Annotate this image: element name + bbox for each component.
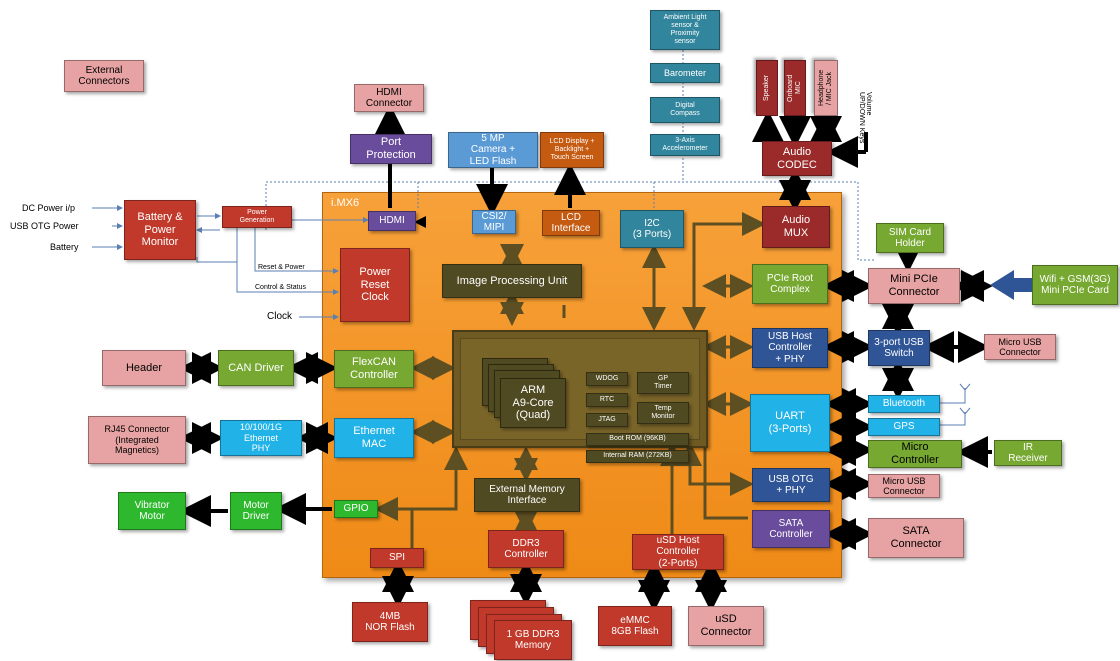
usd-host-controller: uSD Host Controller (2-Ports) bbox=[632, 534, 724, 570]
battery-label: Battery bbox=[50, 242, 79, 252]
rj45-connector: RJ45 Connector (Integrated Magnetics) bbox=[88, 416, 186, 464]
sata-connector: SATA Connector bbox=[868, 518, 964, 558]
ethernet-mac: Ethernet MAC bbox=[334, 418, 414, 458]
reset-power-label: Reset & Power bbox=[258, 264, 305, 271]
sim-card-holder: SIM Card Holder bbox=[876, 223, 944, 253]
gp-timer-block: GP Timer bbox=[637, 372, 689, 394]
ethernet-phy: 10/100/1G Ethernet PHY bbox=[220, 420, 302, 456]
usb-otg-power-label: USB OTG Power bbox=[10, 221, 79, 231]
usb-switch: 3-port USB Switch bbox=[868, 330, 930, 366]
wifi-gsm-card: Wifi + GSM(3G) Mini PCIe Card bbox=[1032, 265, 1118, 305]
control-status-label: Control & Status bbox=[255, 284, 306, 291]
bluetooth-block: Bluetooth bbox=[868, 395, 940, 413]
barometer-block: Barometer bbox=[650, 63, 720, 83]
can-driver: CAN Driver bbox=[218, 350, 294, 386]
uart-block: UART (3-Ports) bbox=[750, 394, 830, 452]
digital-compass-block: Digital Compass bbox=[650, 97, 720, 123]
rtc-block: RTC bbox=[586, 393, 628, 407]
ir-receiver: IR Receiver bbox=[994, 440, 1062, 466]
volume-keys-label: Volume UP/DOWN Keys bbox=[858, 92, 872, 144]
gpio-block: GPIO bbox=[334, 500, 378, 518]
flexcan-controller: FlexCAN Controller bbox=[334, 350, 414, 388]
external-memory-interface: External Memory Interface bbox=[474, 478, 580, 512]
header-block: Header bbox=[102, 350, 186, 386]
nor-flash: 4MB NOR Flash bbox=[352, 602, 428, 642]
csi2-mipi: CSI2/ MIPI bbox=[472, 210, 516, 234]
power-reset-clock: Power Reset Clock bbox=[340, 248, 410, 322]
soc-title: i.MX6 bbox=[331, 197, 360, 209]
clock-label: Clock bbox=[267, 311, 293, 322]
image-processing-unit: Image Processing Unit bbox=[442, 264, 582, 298]
port-protection: Port Protection bbox=[350, 134, 432, 164]
vibrator-motor: Vibrator Motor bbox=[118, 492, 186, 530]
hdmi-connector: HDMI Connector bbox=[354, 84, 424, 112]
accelerometer-block: 3-Axis Accelerometer bbox=[650, 134, 720, 156]
audio-codec: Audio CODEC bbox=[762, 141, 832, 176]
hdmi-interface: HDMI bbox=[368, 211, 416, 231]
emmc-flash: eMMC 8GB Flash bbox=[598, 606, 672, 646]
external-connectors-legend: External Connectors bbox=[64, 60, 144, 92]
micro-controller: Micro Controller bbox=[868, 440, 962, 468]
boot-rom-block: Boot ROM (96KB) bbox=[586, 433, 689, 446]
temp-monitor-block: Temp Monitor bbox=[637, 402, 689, 424]
pcie-root-complex: PCIe Root Complex bbox=[752, 264, 828, 304]
dc-power-label: DC Power i/p bbox=[22, 203, 76, 213]
micro-usb-connector-1: Micro USB Connector bbox=[984, 334, 1056, 360]
lcd-interface: LCD Interface bbox=[542, 210, 600, 236]
ambient-light-sensor: Ambient Light sensor & Proximity sensor bbox=[650, 10, 720, 50]
speaker-block: Speaker bbox=[756, 60, 778, 116]
mini-pcie-connector: Mini PCIe Connector bbox=[868, 268, 960, 304]
onboard-mic-block: Onboard MIC bbox=[784, 60, 806, 116]
sata-controller: SATA Controller bbox=[752, 510, 830, 548]
arm-core: ARM A9-Core (Quad) bbox=[500, 378, 566, 428]
usd-connector: uSD Connector bbox=[688, 606, 764, 646]
motor-driver: Motor Driver bbox=[230, 492, 282, 530]
ddr3-controller: DDR3 Controller bbox=[488, 530, 564, 568]
camera-block: 5 MP Camera + LED Flash bbox=[448, 132, 538, 168]
usb-otg-phy: USB OTG + PHY bbox=[752, 468, 830, 502]
i2c-interface: I2C (3 Ports) bbox=[620, 210, 684, 248]
wdog-block: WDOG bbox=[586, 372, 628, 386]
gps-block: GPS bbox=[868, 418, 940, 436]
battery-power-monitor: Battery & Power Monitor bbox=[124, 200, 196, 260]
headphone-jack: Headphone / MIC Jack bbox=[814, 60, 838, 116]
power-generation: Power Generation bbox=[222, 206, 292, 228]
jtag-block: JTAG bbox=[586, 413, 628, 427]
lcd-display-block: LCD Display + Backlight + Touch Screen bbox=[540, 132, 604, 168]
internal-ram-block: Internal RAM (272KB) bbox=[586, 450, 689, 463]
micro-usb-connector-2: Micro USB Connector bbox=[868, 474, 940, 498]
spi-block: SPI bbox=[370, 548, 424, 568]
ddr3-memory: 1 GB DDR3 Memory bbox=[494, 620, 572, 660]
usb-host-controller: USB Host Controller + PHY bbox=[752, 328, 828, 368]
audio-mux: Audio MUX bbox=[762, 206, 830, 248]
